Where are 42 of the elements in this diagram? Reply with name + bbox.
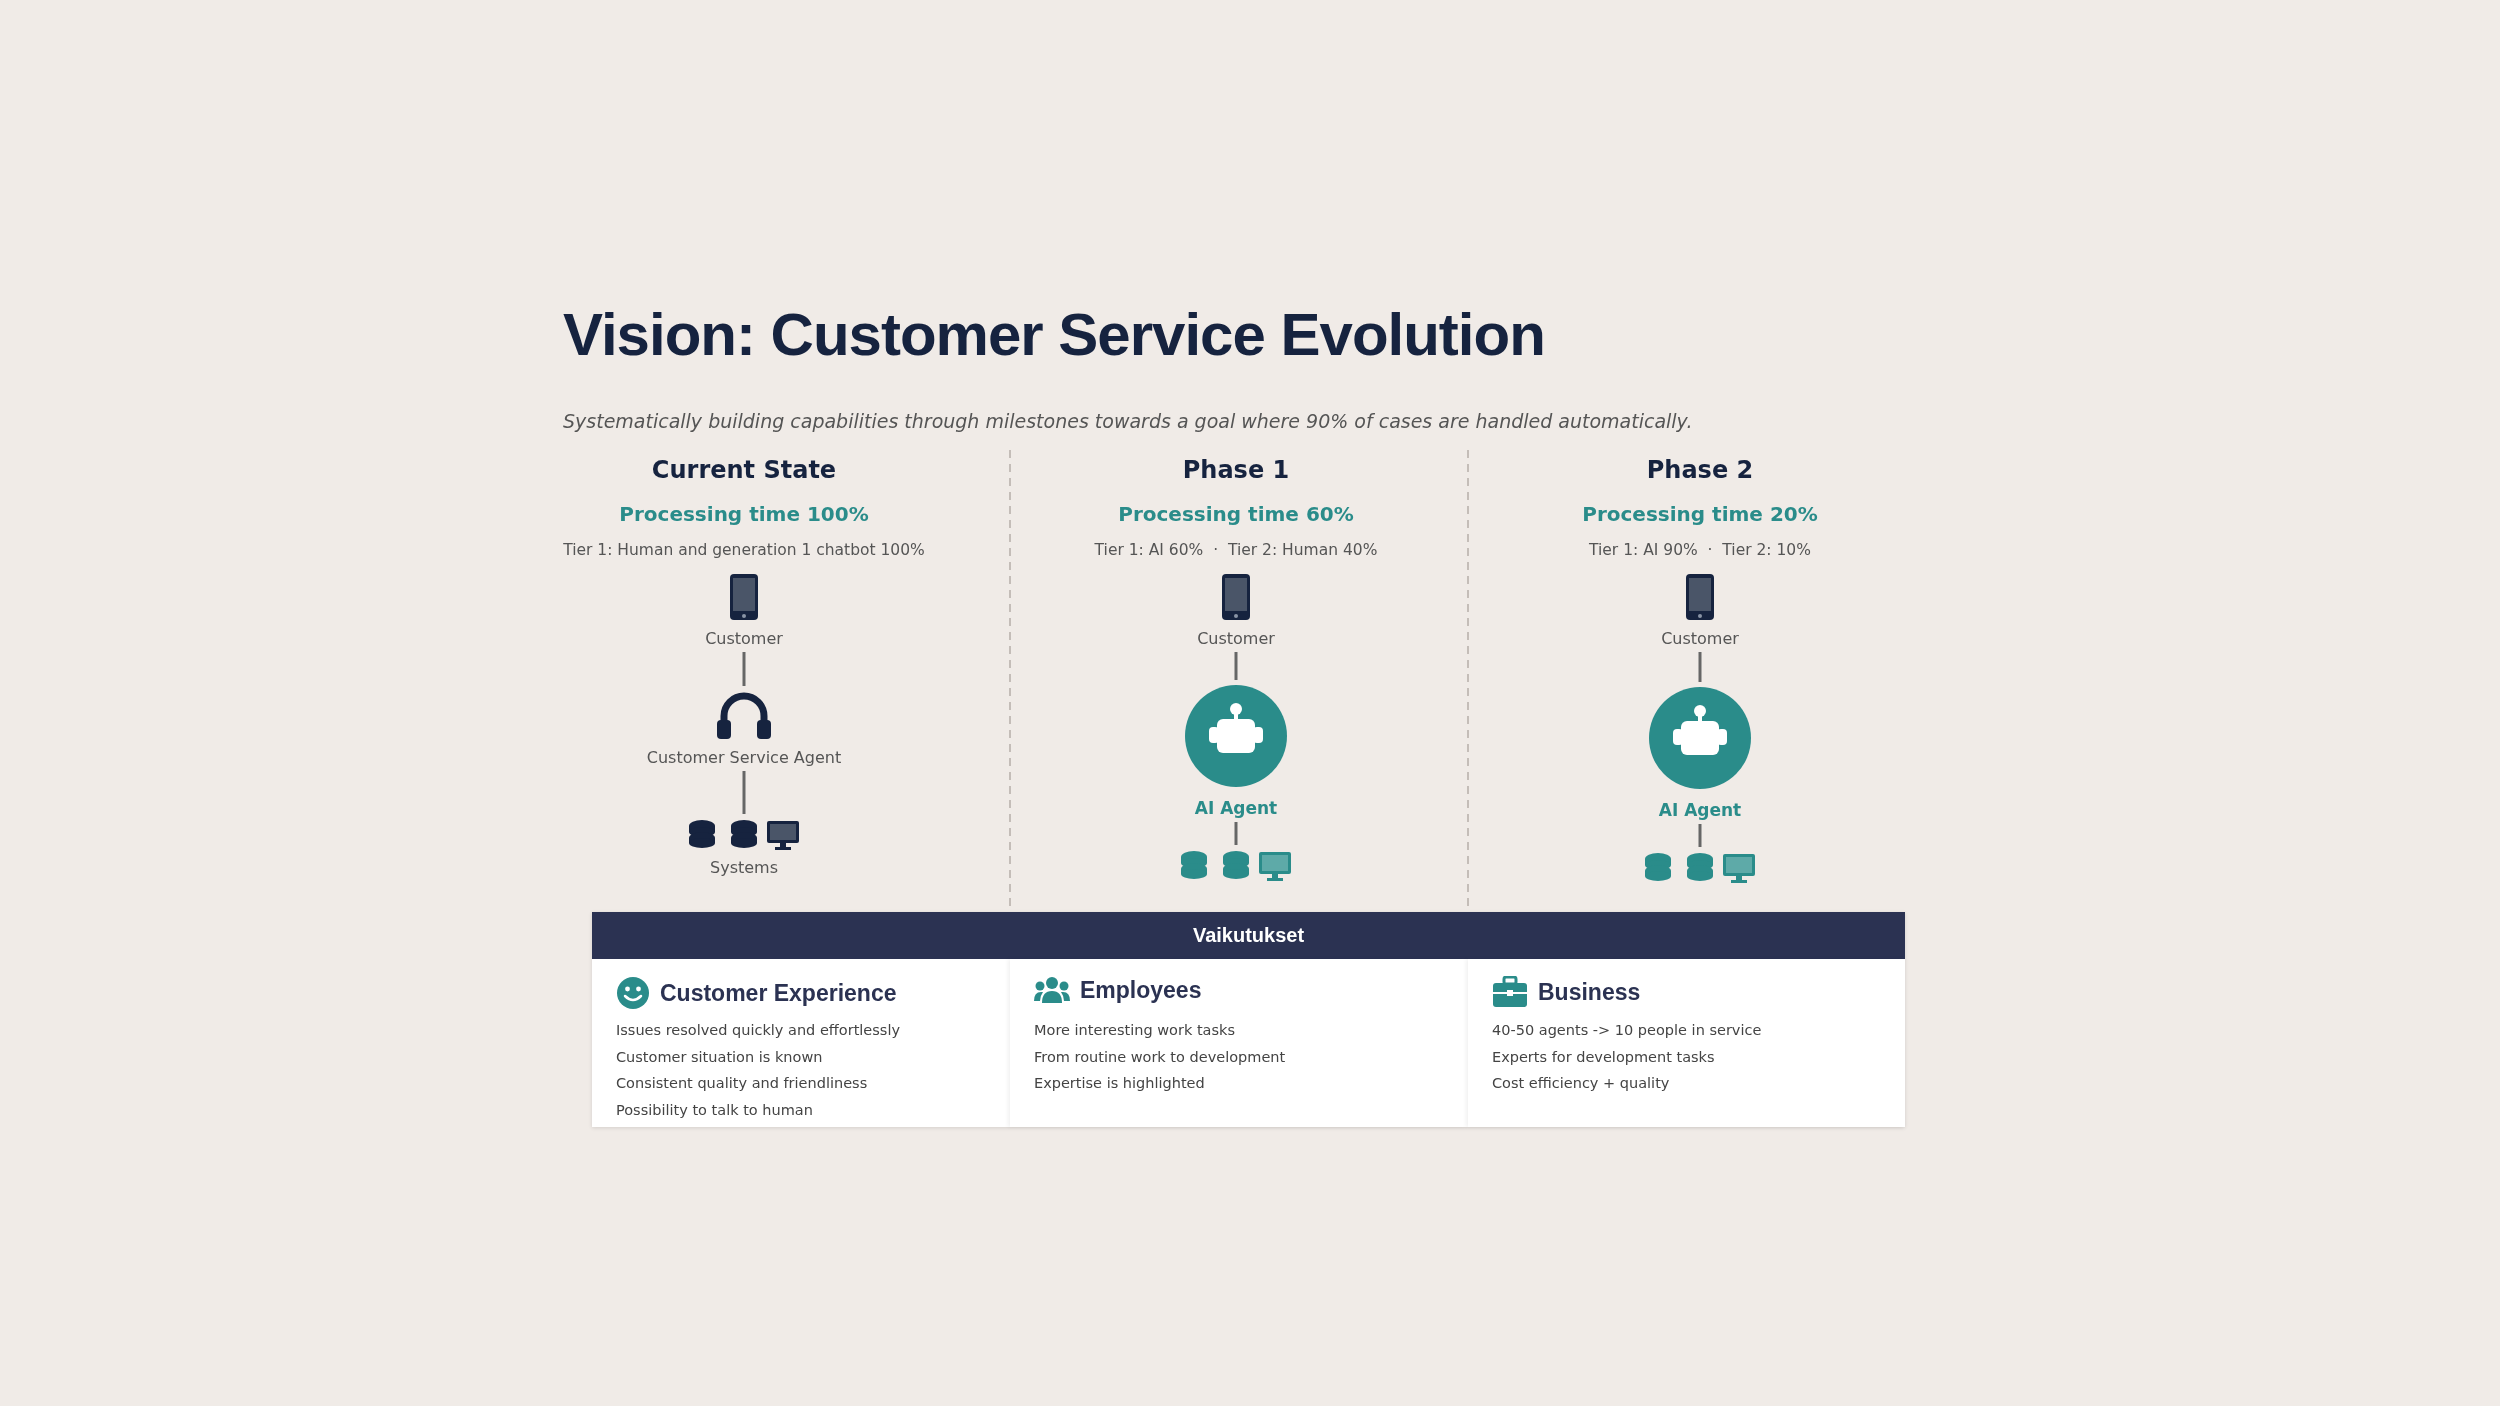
node-label: Customer <box>705 629 783 648</box>
node-label: AI Agent <box>1194 798 1278 818</box>
connector-line <box>1698 652 1702 682</box>
subtitle: Systematically building capabilities through milestones towards a goal where 90% of cases are handled automatically. <box>563 410 1693 432</box>
processing-time-text: Processing time 100% <box>618 502 870 526</box>
tier-text: Tier 1: AI 60% · Tier 2: Human 40% <box>1093 541 1379 559</box>
connector-line <box>1234 822 1238 845</box>
node-label: Customer Service Agent <box>646 748 842 767</box>
connector-line <box>1698 824 1702 847</box>
tier-text: Tier 1: AI 90% · Tier 2: 10% <box>1588 541 1812 559</box>
impact-panel <box>592 912 1905 1127</box>
processing-time-text: Processing time 20% <box>1581 502 1819 526</box>
bullet-text: Experts for development tasks <box>1492 1048 1715 1065</box>
node-label: Systems <box>710 858 778 877</box>
node-label: AI Agent <box>1658 800 1742 820</box>
bullet-text: Possibility to talk to human <box>616 1101 813 1118</box>
column-heading: Current State <box>650 456 838 484</box>
panel-header: Vaikutukset <box>592 912 1905 959</box>
impact-card <box>592 959 1010 1127</box>
card-heading: Business <box>1538 978 1641 1006</box>
node-label: Customer <box>1197 629 1275 648</box>
card-heading: Employees <box>1080 976 1202 1004</box>
connector-line <box>742 771 746 814</box>
bullet-text: From routine work to development <box>1034 1048 1286 1065</box>
tier-text: Tier 1: Human and generation 1 chatbot 100% <box>562 541 926 559</box>
processing-time-text: Processing time 60% <box>1117 502 1355 526</box>
bullet-text: 40-50 agents -> 10 people in service <box>1492 1022 1762 1038</box>
impact-card <box>1468 959 1905 1127</box>
node-label: Customer <box>1661 629 1739 648</box>
bullet-text: Cost efficiency + quality <box>1492 1075 1670 1091</box>
bullet-text: Expertise is highlighted <box>1034 1075 1205 1091</box>
bullet-text: Issues resolved quickly and effortlessly <box>616 1022 900 1038</box>
bullet-text: Customer situation is known <box>616 1048 823 1065</box>
title: Vision: Customer Service Evolution <box>563 300 1545 369</box>
column-heading: Phase 1 <box>1181 456 1291 484</box>
card-heading: Customer Experience <box>660 979 897 1007</box>
connector-line <box>742 652 746 686</box>
bullet-text: Consistent quality and friendliness <box>616 1075 868 1091</box>
connector-line <box>1234 652 1238 680</box>
bullet-text: More interesting work tasks <box>1034 1022 1235 1038</box>
column-heading: Phase 2 <box>1645 456 1755 484</box>
impact-card <box>1010 959 1468 1127</box>
